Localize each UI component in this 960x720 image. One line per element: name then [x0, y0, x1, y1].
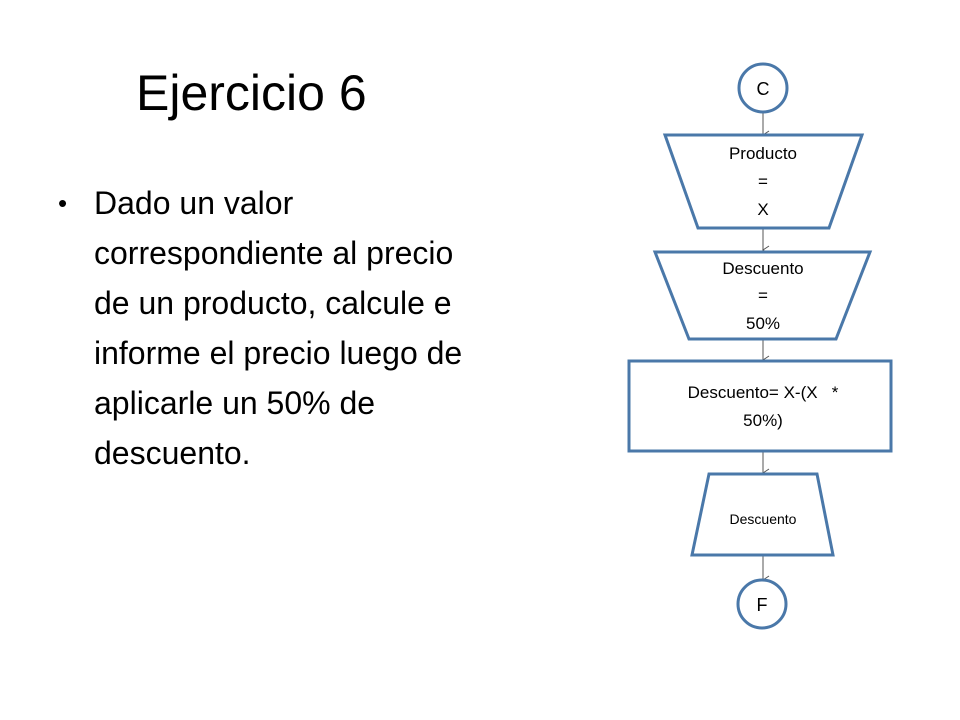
- bullet-list: • Dado un valor correspondiente al preci…: [56, 178, 476, 478]
- bullet-text: Dado un valor correspondiente al precio …: [94, 185, 463, 471]
- output-node-label: Descuento: [730, 511, 797, 527]
- output-node: [690, 472, 835, 557]
- input-product-node: [662, 133, 865, 230]
- end-node: [736, 578, 788, 630]
- input-product-line-3: X: [757, 200, 768, 219]
- input-product-line-2: =: [758, 172, 768, 191]
- bullet-dot-icon: •: [58, 188, 68, 218]
- process-node: [627, 359, 893, 453]
- bullet-item: • Dado un valor correspondiente al preci…: [56, 178, 476, 478]
- start-node-label: C: [757, 79, 770, 99]
- input-discount-line-3: 50%: [746, 314, 780, 333]
- input-discount-line-1: Descuento: [722, 259, 803, 278]
- input-product-line-1: Producto: [729, 144, 797, 163]
- input-discount-line-2: =: [758, 286, 768, 305]
- start-node: [737, 62, 789, 114]
- input-discount-node: [652, 250, 873, 341]
- process-line-2: 50%): [743, 411, 783, 430]
- end-node-label: F: [757, 595, 768, 615]
- process-line-1: Descuento= X-(X *: [688, 383, 839, 402]
- slide-title: Ejercicio 6: [136, 65, 367, 121]
